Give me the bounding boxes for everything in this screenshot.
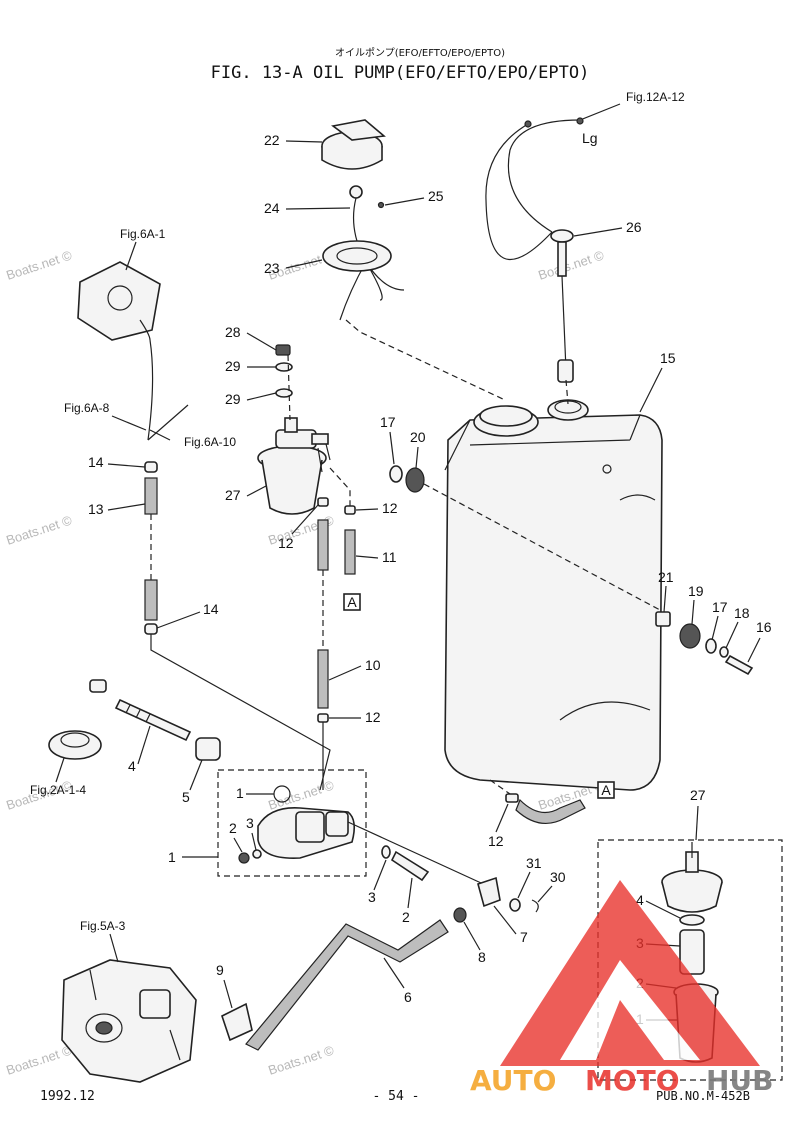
callout-4: 4 (128, 758, 136, 774)
ref-lg: Lg (582, 130, 598, 146)
outlet-hose (489, 779, 586, 825)
callout-27: 27 (225, 487, 241, 503)
ref-fig2a14: Fig.2A-1-4 (30, 783, 86, 797)
pump-small-parts (381, 845, 539, 913)
callout-25: 25 (428, 188, 444, 204)
pump-assembly-box (217, 769, 367, 877)
wire-clip (377, 201, 385, 209)
callout-23: 23 (264, 260, 280, 276)
callout-12b: 12 (278, 535, 294, 551)
boats-watermark: Boats.net © (4, 1042, 74, 1077)
logo-triangle-inner (560, 960, 700, 1060)
callout-1: 1 (168, 849, 176, 865)
logo-triangle-core (596, 1000, 664, 1060)
callout-14b: 14 (203, 601, 219, 617)
callout-12d: 12 (488, 833, 504, 849)
oil-filter (257, 417, 331, 515)
callout-1a: 1 (236, 785, 244, 801)
brand-auto: AUTO (470, 1064, 556, 1097)
brand-moto: MOTO (585, 1064, 680, 1097)
callout-30: 30 (550, 869, 566, 885)
callout-29b: 29 (225, 391, 241, 407)
hose-13 (144, 339, 331, 791)
boats-watermark: Boats.net © (266, 1042, 336, 1077)
callout-17: 17 (380, 414, 396, 430)
section-a-box-2 (597, 781, 615, 799)
callout-18: 18 (734, 605, 750, 621)
drive-bushing (195, 737, 221, 761)
automotohub-logo (500, 880, 760, 1066)
callout-20: 20 (410, 429, 426, 445)
callout-12a: 12 (382, 500, 398, 516)
ref-fig6a8: Fig.6A-8 (64, 401, 110, 415)
callout-2b: 2 (402, 909, 410, 925)
footer-pub-number: PUB.NO.M-452B (656, 1089, 750, 1103)
oil-level-sensor (485, 103, 621, 383)
callout-19: 19 (688, 583, 704, 599)
oil-pipe (221, 907, 467, 1051)
ref-fig6a10: Fig.6A-10 (184, 435, 236, 449)
brand-hub: HUB (706, 1064, 774, 1097)
callout-22: 22 (264, 132, 280, 148)
callout-21: 21 (658, 569, 674, 585)
callout-3b: 3 (368, 889, 376, 905)
callout-4b: 4 (636, 892, 644, 908)
callout-9: 9 (216, 962, 224, 978)
mount-hardware (389, 465, 754, 676)
boats-watermark: Boats.net © (536, 247, 606, 282)
callout-8: 8 (478, 949, 486, 965)
tank-gasket (322, 240, 392, 272)
boats-watermark: Boats.net © (4, 512, 74, 547)
filter-detail-box (597, 839, 783, 1081)
callout-2a: 2 (229, 820, 237, 836)
callout-5: 5 (182, 789, 190, 805)
tank-cap (321, 119, 386, 170)
ref-fig5a3: Fig.5A-3 (80, 919, 126, 933)
callout-31: 31 (526, 855, 542, 871)
callout-11: 11 (382, 549, 397, 565)
callout-26: 26 (626, 219, 642, 235)
section-a-label-2: A (601, 782, 611, 798)
drive-gear (48, 730, 102, 760)
callout-28: 28 (225, 324, 241, 340)
callout-12c: 12 (365, 709, 381, 725)
callout-27b: 27 (690, 787, 706, 803)
callout-6: 6 (404, 989, 412, 1005)
footer-date: 1992.12 (40, 1089, 95, 1104)
ref-fig6a1: Fig.6A-1 (120, 227, 166, 241)
section-a-box (343, 593, 361, 611)
callout-29a: 29 (225, 358, 241, 374)
filter-exploded (661, 842, 723, 1063)
title-japanese: オイルポンプ(EFO/EFTO/EPO/EPTO) (335, 47, 505, 59)
callout-3a: 3 (246, 815, 254, 831)
section-a-label: A (347, 594, 357, 610)
callout-17b: 17 (712, 599, 728, 615)
callout-14a: 14 (88, 454, 104, 470)
callout-24: 24 (264, 200, 280, 216)
carburetor (61, 959, 197, 1083)
figure-references: Fig.12A-12 Lg Fig.6A-1 Fig.6A-8 Fig.6A-1… (30, 90, 685, 963)
oil-injection-component (77, 261, 161, 341)
callout-16: 16 (756, 619, 772, 635)
drive-shaft (89, 679, 192, 742)
callout-13: 13 (88, 501, 104, 517)
callout-15: 15 (660, 350, 676, 366)
oil-pump-body (238, 785, 493, 889)
oil-tank (444, 399, 663, 791)
page-title: FIG. 13-A OIL PUMP(EFO/EFTO/EPO/EPTO) (211, 63, 590, 83)
callout-7: 7 (520, 929, 528, 945)
hose-11 (329, 467, 356, 575)
boats-watermark: Boats.net © (4, 247, 74, 282)
hose-10 (317, 497, 329, 790)
ref-fig12a12: Fig.12A-12 (626, 90, 685, 104)
callout-10: 10 (365, 657, 381, 673)
footer-page-number: - 54 - (373, 1089, 420, 1104)
